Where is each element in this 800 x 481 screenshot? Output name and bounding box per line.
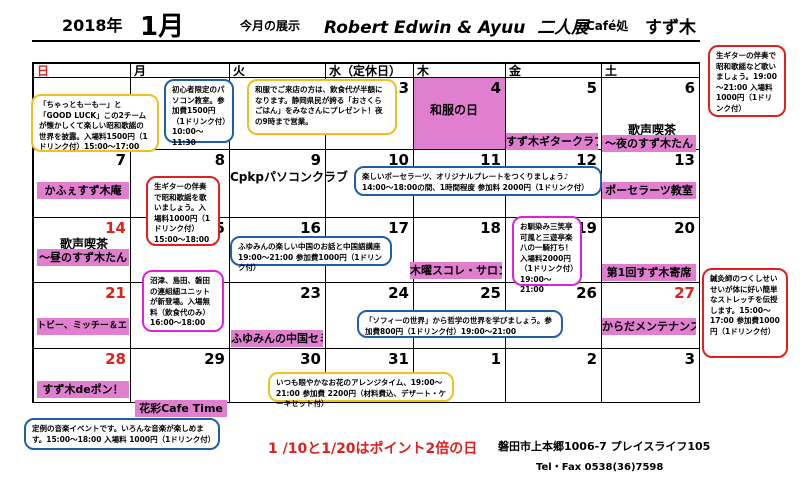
day-number: 12 — [576, 151, 597, 169]
event-suzuki-de-pon: すず木deポン！ — [37, 381, 129, 398]
bubble-music-event: 定例の音楽イベントです。いろんな音楽が楽しめます。15:00～18:00 入場料… — [24, 418, 220, 450]
bubble-good-luck: 「ちゃっともーもー」と「GOOD LUCK」この2チームが懐かしくて楽しい昭和歌… — [31, 94, 159, 152]
bubble-acupuncture: 鍼灸師のつくしせいせいが体に好い簡単なストレッチを伝授します。15:00～17:… — [702, 268, 788, 358]
header-cafe-label: Café処 — [586, 19, 629, 33]
event-kimono-day: 和服の日 — [429, 103, 478, 117]
footer-tel: Tel・Fax 0538(36)7598 — [536, 462, 664, 473]
bubble-guitar-showa-sat: 生ギターの伴奏で昭和歌謡など歌いましょう。19:00～21:00 入場料1000… — [708, 45, 786, 117]
footer-points-notice: 1 /10と1/20はポイント2倍の日 — [268, 441, 478, 457]
event-kafu-suzuki: かふぇすず木庵 — [37, 182, 129, 199]
day-cell: 13 — [602, 150, 700, 218]
day-number: 10 — [388, 151, 409, 169]
day-number: 21 — [105, 284, 126, 302]
bubble-guitar-showa-mon: 生ギターの伴奏で昭和歌謡を歌いましょう。入場料1000円（1ドリンク付）15:0… — [146, 176, 220, 246]
day-number: 5 — [586, 79, 597, 97]
event-toby-mitchy: トビー、ミッチー＆エドウィン — [37, 318, 129, 335]
day-cell: 26 — [506, 283, 602, 349]
event-chinese-seminar: ふゆみんの中国セミナー — [231, 330, 323, 347]
day-number: 8 — [214, 151, 225, 169]
event-thursday-salon: 木曜スコレ・サロン — [410, 262, 502, 279]
day-number: 9 — [310, 151, 321, 169]
event-kasai-cafe-time: 花彩Cafe Time — [135, 400, 227, 417]
day-number: 31 — [388, 350, 409, 368]
day-number: 4 — [490, 79, 501, 97]
footer-address: 磐田市上本郷1006-7 プレイスライフ105 — [498, 440, 711, 453]
day-cell: 9 — [230, 150, 326, 218]
day-number: 1 — [490, 350, 501, 368]
day-cell: 20 — [602, 218, 700, 283]
day-number: 18 — [480, 219, 501, 237]
header-artists: Robert Edwin & Ayuu 二人展 — [324, 13, 588, 38]
day-cell: 3 — [326, 78, 414, 150]
day-number: 25 — [480, 284, 501, 302]
day-cell: 21 — [34, 283, 131, 349]
bubble-flower-arrange: いつも眼やかなお花のアレンジタイム、19:00～21:00 参加費 2200円（… — [268, 372, 454, 408]
day-number: 13 — [674, 151, 695, 169]
day-cell: 1 — [414, 349, 506, 403]
day-number: 20 — [674, 219, 695, 237]
day-number: 30 — [300, 350, 321, 368]
day-cell: 18 — [414, 218, 506, 283]
header-month: 1月 — [140, 12, 185, 42]
event-kasei-night-1: 歌声喫茶 — [627, 123, 676, 137]
day-cell: 27 — [602, 283, 700, 349]
day-cell: 23 — [230, 283, 326, 349]
bubble-porcelain-plate: 楽しいポーセラーツ、オリジナルプレートをつくりましょう♪ 14:00～18:00… — [354, 166, 602, 196]
day-cell: 3 — [602, 349, 700, 403]
day-number: 27 — [674, 284, 695, 302]
day-number: 29 — [204, 350, 225, 368]
day-cell: 17 — [326, 218, 414, 283]
day-cell: 2 — [506, 349, 602, 403]
day-number: 6 — [684, 79, 695, 97]
header-shop-name: すず木 — [645, 18, 696, 38]
artist-names: Robert Edwin & Ayuu — [324, 18, 526, 38]
day-number: 3 — [684, 350, 695, 368]
header-year: 2018年 — [62, 16, 123, 35]
bubble-sophie-world: 「ソフィーの世界」から哲学の世界を学びましょう。参加費800円（1ドリンク付）1… — [357, 310, 563, 338]
day-cell: 14 — [34, 218, 131, 283]
bubble-kimono-promo: 和服でご来店の方は、飲食代が半額になります。静岡県民が誇る「おさくらごはん」をみ… — [247, 79, 397, 135]
day-number: 17 — [388, 219, 409, 237]
weekday-3: 水（定休日） — [326, 62, 414, 78]
weekday-1: 月 — [131, 62, 230, 78]
day-number: 28 — [105, 350, 126, 368]
day-number: 23 — [300, 284, 321, 302]
calendar-grid — [32, 62, 700, 403]
day-cell: 4 — [414, 78, 506, 150]
weekday-4: 木 — [414, 62, 506, 78]
event-cpkp-club: Cpkpパソコンクラブ — [230, 170, 348, 184]
event-kasei-day-1: 歌声喫茶 — [59, 237, 108, 251]
day-cell: 29 — [131, 349, 230, 403]
day-number: 7 — [115, 151, 126, 169]
bubble-chinese-lecture: ふゆみんの楽しい中国のお話と中国語講座 19:00～21:00 参加費1000円… — [230, 236, 392, 272]
day-cell: 7 — [34, 150, 131, 218]
bubble-beginner-pc: 初心者限定のパソコン教室。参加費1500円（1ドリンク付）10:00～11:30 — [164, 79, 234, 147]
header-exhibit-label: 今月の展示 — [240, 19, 301, 33]
header-divider — [32, 40, 700, 42]
day-number: 16 — [300, 219, 321, 237]
day-number: 2 — [586, 350, 597, 368]
day-cell: 28 — [34, 349, 131, 403]
event-kasei-night-2: ～夜のすず木たん — [602, 135, 696, 152]
bubble-rakugo: お馴染み三笑亭可風と三遊亭楽八の一騎打ち！入場料2000円（1ドリンク付）19:… — [512, 216, 582, 294]
event-kasei-day-2: ～昼のすず木たん — [37, 249, 129, 266]
bubble-guitar-unit: 沼津、島田、磐田の連組細ユニットが新登場。入場無料（飲食代のみ）16:00～18… — [142, 270, 224, 332]
day-number: 14 — [105, 219, 126, 237]
day-number: 26 — [576, 284, 597, 302]
event-guitar-club: すず木ギタークラブ — [506, 133, 598, 150]
day-number: 24 — [388, 284, 409, 302]
event-suzuki-yose: 第1回すず木寄席 — [602, 264, 696, 281]
event-porcelain-class: ポーセラーツ教室 — [602, 182, 696, 199]
weekday-5: 金 — [506, 62, 602, 78]
event-karada-maintenance: からだメンテナンス — [602, 318, 696, 335]
day-number: 3 — [398, 79, 409, 97]
weekday-2: 火 — [230, 62, 326, 78]
weekday-6: 土 — [602, 62, 700, 78]
exhibit-title: 二人展 — [537, 18, 589, 38]
weekday-0: 日 — [34, 62, 131, 78]
day-number: 11 — [480, 151, 501, 169]
